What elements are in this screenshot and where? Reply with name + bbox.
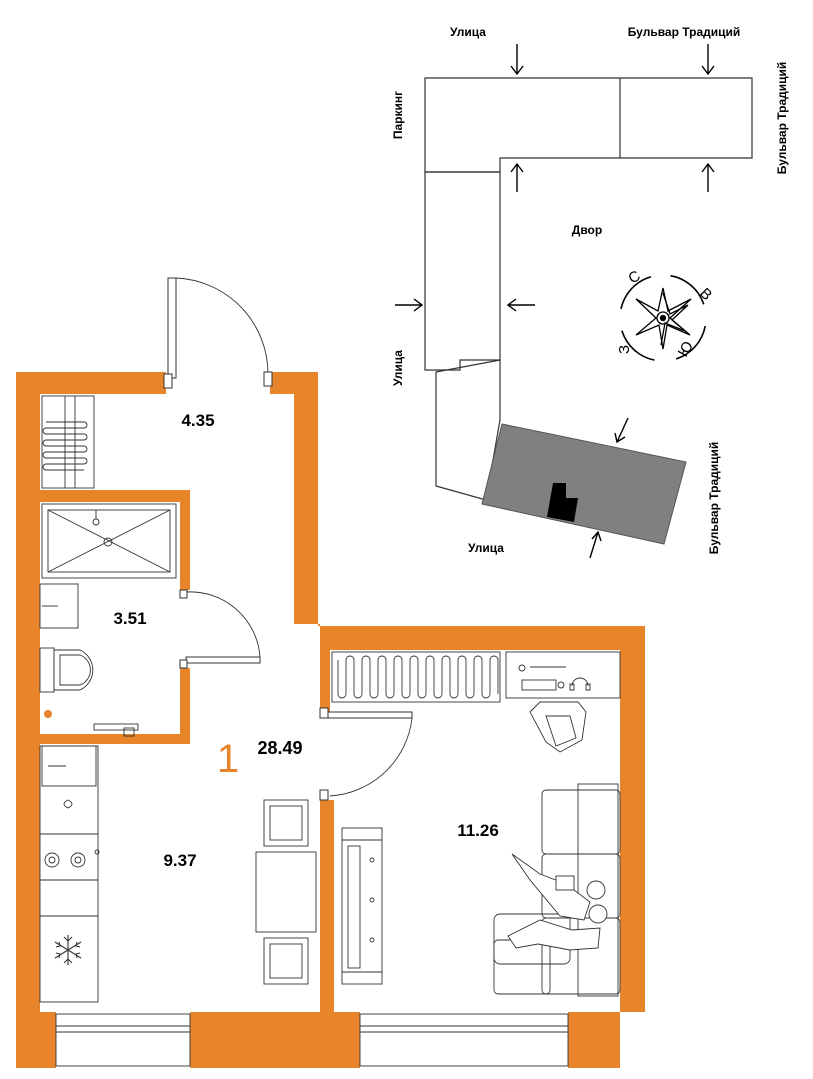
arrow-down-icon [614, 417, 629, 444]
headphones-icon [569, 677, 591, 691]
bathroom-sink [39, 583, 79, 629]
arrow-up-icon [589, 530, 602, 559]
drain-icon [44, 710, 52, 718]
compass-west-label: З [616, 345, 633, 354]
street-label-top-left: Улица [450, 25, 486, 39]
kitchen-counter [39, 745, 100, 1003]
windows [55, 1013, 569, 1067]
entrance-arrows [395, 44, 715, 559]
sofa [493, 783, 621, 997]
kitchen-area: 9.37 [163, 851, 196, 870]
compass-north-label: С [626, 267, 644, 287]
street-label-top-right: Бульвар Традиций [628, 25, 741, 39]
hallway-area: 4.35 [181, 411, 214, 430]
burner-icon [44, 852, 60, 868]
entrance-door [163, 277, 273, 389]
tv-icon [347, 845, 361, 969]
dining-set [255, 799, 317, 985]
site-plan: Улица Бульвар Традиций Бульвар Традиций … [391, 25, 789, 559]
living-kitchen-wall [320, 650, 334, 1012]
street-label-right-bottom: Бульвар Традиций [707, 442, 721, 555]
total-area: 28.49 [257, 738, 302, 758]
street-label-bottom: Улица [468, 541, 504, 555]
people-on-sofa [507, 853, 608, 951]
living-radiator [331, 651, 501, 703]
drop-icon [63, 799, 73, 809]
toilet [39, 647, 94, 693]
compass-star-icon [635, 287, 692, 350]
arrow-down-icon [510, 44, 524, 76]
towel-rail [93, 723, 139, 737]
building-west-wing [424, 171, 501, 371]
arrow-up-icon [701, 162, 715, 192]
arrow-up-icon [510, 162, 524, 192]
keyboard-icon [521, 679, 557, 691]
snowflake-icon [54, 935, 82, 965]
arrow-right-icon [395, 298, 424, 312]
living-room-area: 11.26 [457, 821, 499, 840]
desk-chair [529, 701, 587, 753]
living-room-door [319, 707, 413, 801]
bottom-inner-wall [40, 1012, 56, 1020]
arrow-down-icon [701, 44, 715, 76]
parking-label: Паркинг [391, 91, 405, 139]
street-label-right-top: Бульвар Традиций [775, 62, 789, 175]
bathroom-door [179, 589, 261, 669]
compass-east-label: В [696, 285, 715, 304]
laptop-icon [555, 875, 575, 891]
burner-icon [70, 852, 86, 868]
desk [505, 651, 621, 753]
hallway-radiator [41, 395, 95, 489]
rooms-count: 1 [217, 737, 239, 781]
highlighted-building [481, 423, 687, 545]
bathroom-area: 3.51 [113, 609, 146, 628]
arrow-left-icon [506, 298, 535, 312]
apartment-plan: 4.35 3.51 9.37 11.26 1 28.49 [16, 277, 645, 1068]
compass-rose: С В Ю З [616, 267, 715, 362]
courtyard-label: Двор [572, 223, 602, 237]
apartment-location-marker [547, 483, 578, 522]
building-north-wing [424, 77, 753, 173]
tv-stand [341, 827, 383, 985]
shower-cabin [41, 503, 177, 579]
compass-south-label: Ю [675, 338, 697, 360]
street-label-left-bottom: Улица [391, 350, 405, 386]
